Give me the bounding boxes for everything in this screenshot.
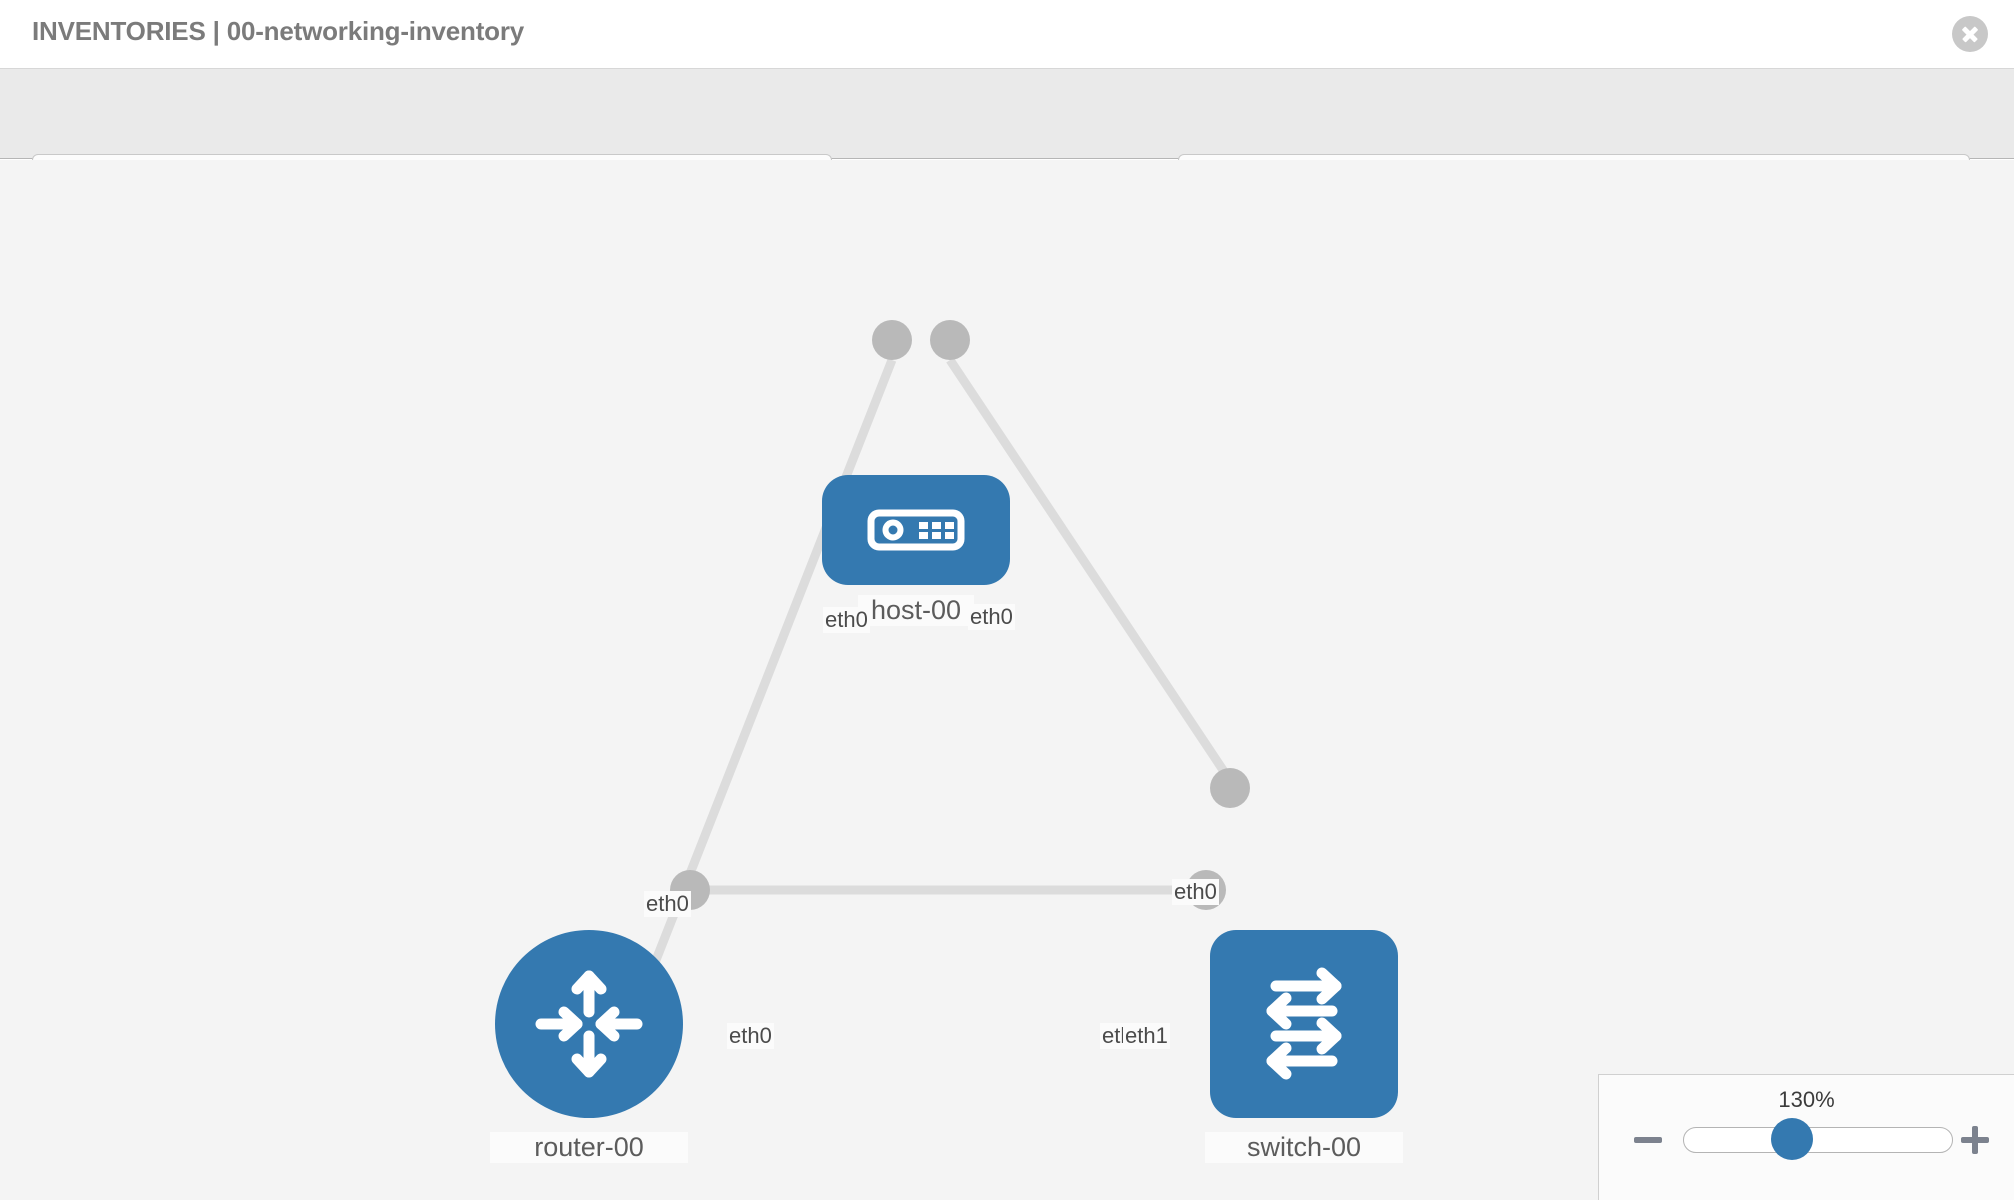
page-header: INVENTORIES | 00-networking-inventory: [0, 0, 2014, 69]
port-host-left[interactable]: [872, 320, 912, 360]
zoom-slider-thumb[interactable]: [1771, 1118, 1813, 1160]
close-icon[interactable]: [1952, 16, 1988, 52]
if-label-switch-upper: eth0: [1172, 879, 1219, 905]
node-host-00-shape[interactable]: [822, 475, 1010, 585]
node-router-00-shape[interactable]: [495, 930, 683, 1118]
switch-arrows-icon: [1266, 967, 1342, 1080]
zoom-control-panel: 130%: [1598, 1074, 2014, 1200]
router-arrows-icon: [535, 970, 643, 1078]
node-router-00-label: router-00: [490, 1132, 688, 1163]
topology-edges: [640, 357, 1239, 990]
edge-host-switch: [946, 357, 1239, 791]
server-icon: [867, 509, 965, 551]
page-title: INVENTORIES | 00-networking-inventory: [32, 16, 525, 46]
node-switch-00-shape[interactable]: [1210, 930, 1398, 1118]
zoom-slider-track[interactable]: [1683, 1127, 1953, 1153]
port-switch-upper[interactable]: [1210, 768, 1250, 808]
minus-icon[interactable]: [1631, 1123, 1665, 1157]
zoom-level-value: 130%: [1778, 1087, 1835, 1112]
toolbar: ACTIONS SEARCH: [0, 69, 2014, 202]
node-host-00-label: host-00: [858, 595, 974, 626]
if-label-switch-left: eth1: [1123, 1023, 1170, 1049]
if-label-host-right: eth0: [968, 604, 1015, 630]
plus-icon[interactable]: [1958, 1123, 1992, 1157]
topology-canvas[interactable]: host-00 rout: [0, 160, 2014, 1200]
if-label-router-upper: eth0: [644, 891, 691, 917]
node-switch-00-label: switch-00: [1205, 1132, 1403, 1163]
if-label-host-left: eth0: [823, 607, 870, 633]
port-host-right[interactable]: [930, 320, 970, 360]
if-label-router-right: eth0: [727, 1023, 774, 1049]
